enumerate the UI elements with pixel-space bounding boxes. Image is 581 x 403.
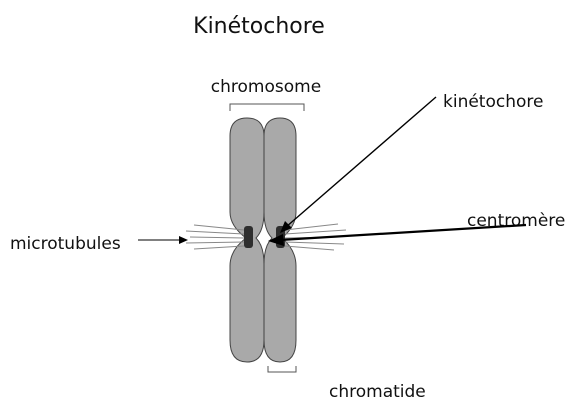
chromosome-bracket (230, 104, 304, 111)
diagram-title: Kinétochore (193, 14, 325, 39)
kinetochore-arrow-line (286, 97, 436, 227)
kinetochore-left (244, 226, 253, 248)
microtubules-left (186, 225, 244, 249)
label-chromatide: chromatide (329, 382, 426, 402)
centromere-arrow-line (280, 225, 526, 240)
label-microtubules: microtubules (10, 234, 121, 254)
label-chromosome: chromosome (211, 77, 321, 97)
chromatide-bracket (268, 366, 296, 372)
label-kinetochore: kinétochore (443, 92, 543, 112)
